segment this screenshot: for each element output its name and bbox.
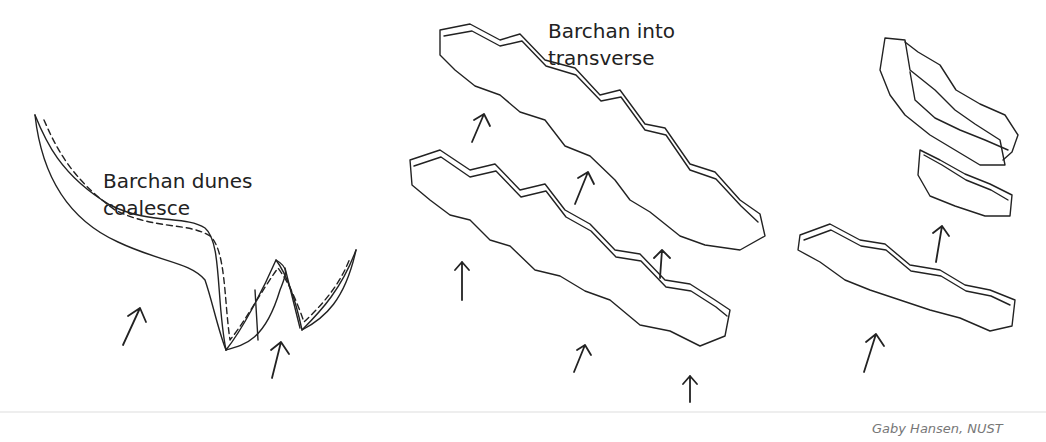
barchan-outline (35, 115, 226, 350)
crest-line (924, 155, 1008, 200)
transverse-dune (880, 38, 1005, 165)
crest-dashed (44, 120, 350, 340)
transverse-dune (410, 150, 730, 346)
credit-text: Gaby Hansen, NUST (872, 420, 1003, 438)
transverse-dune (918, 150, 1012, 216)
slip-face-line (285, 268, 300, 328)
crest-line (414, 157, 727, 316)
panel-title: Barchan dunes coalesce (103, 168, 253, 222)
transverse-dune (798, 224, 1015, 331)
crest-line (910, 72, 1008, 150)
barchan-outline (35, 115, 356, 350)
wind-arrows (123, 114, 949, 402)
crest-line (804, 230, 1010, 305)
crest-line (905, 42, 1018, 160)
panel-title: Barchan into transverse (548, 18, 723, 72)
footer-rule (0, 411, 1046, 413)
slip-face-line (255, 290, 258, 340)
barchan-outline (226, 260, 286, 350)
